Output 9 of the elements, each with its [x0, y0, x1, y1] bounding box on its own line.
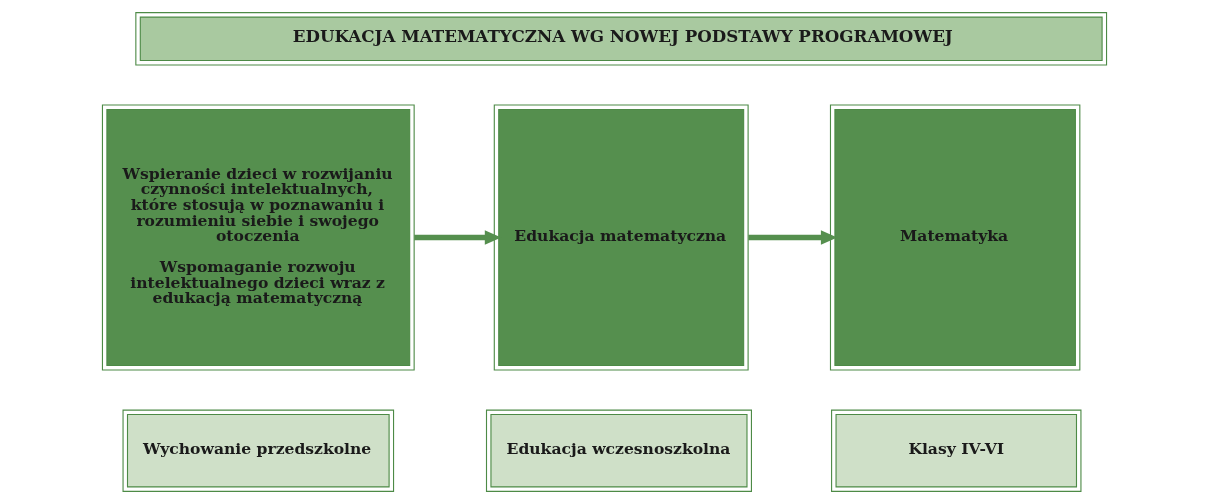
node-box: Matematyka [829, 104, 1080, 371]
arrow [747, 230, 837, 245]
arrow [413, 230, 501, 245]
node-box: Klasy IV-VI [830, 409, 1081, 492]
node-box: Wychowanie przedszkolne [122, 409, 394, 492]
node-box: Edukacja wczesnoszkolna [485, 409, 752, 492]
node-box: EDUKACJA MATEMATYCZNA WG NOWEJ PODSTAWY PROGRAMOWEJ [134, 12, 1107, 66]
node-box: Edukacja matematyczna [493, 104, 749, 371]
node-box: Wspieranie dzieci w rozwijaniu czynności intelektualnych, które stosują w poznawaniu i rozumieniu siebie i swojego otoczenia Wspomaganie rozwoju intelektualnego dzieci wraz z edukacją matematyczną [101, 104, 415, 371]
